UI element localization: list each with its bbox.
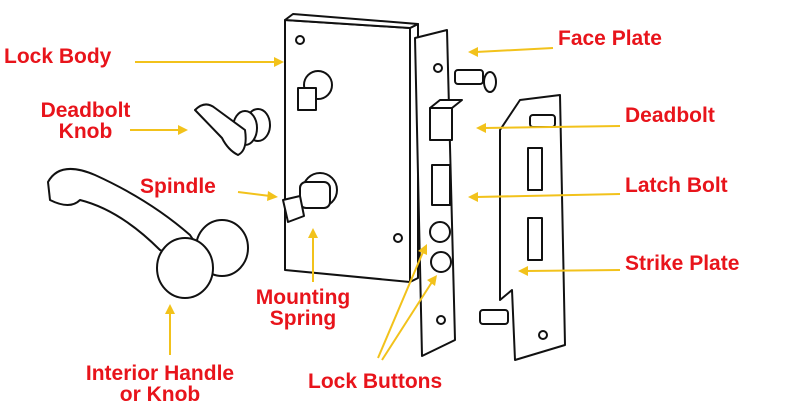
strike-plate-drawing [479,94,566,361]
label-lock-body: Lock Body [4,45,112,68]
label-deadbolt-knob: Deadbolt Knob [28,100,143,142]
deadbolt-knob-drawing [194,103,271,156]
arrows [130,47,621,361]
label-strike-plate: Strike Plate [625,252,740,275]
face-plate-drawing [414,29,497,357]
label-latch-bolt: Latch Bolt [625,174,728,197]
label-mounting-spring: Mounting Spring [240,287,366,329]
spindle-drawing [282,181,331,223]
label-line: Deadbolt [40,99,131,122]
label-line: or Knob [119,383,201,406]
interior-handle-drawing [47,167,249,299]
lock-body-drawing [284,13,419,283]
label-line: Mounting [255,286,351,309]
label-face-plate: Face Plate [558,27,662,50]
label-line: Knob [58,120,113,143]
label-deadbolt: Deadbolt [625,104,715,127]
label-lock-buttons: Lock Buttons [308,370,443,393]
label-spindle: Spindle [140,175,216,198]
label-line: Interior Handle [85,362,235,385]
label-line: Spring [269,307,337,330]
label-interior-handle: Interior Handle or Knob [60,363,260,405]
